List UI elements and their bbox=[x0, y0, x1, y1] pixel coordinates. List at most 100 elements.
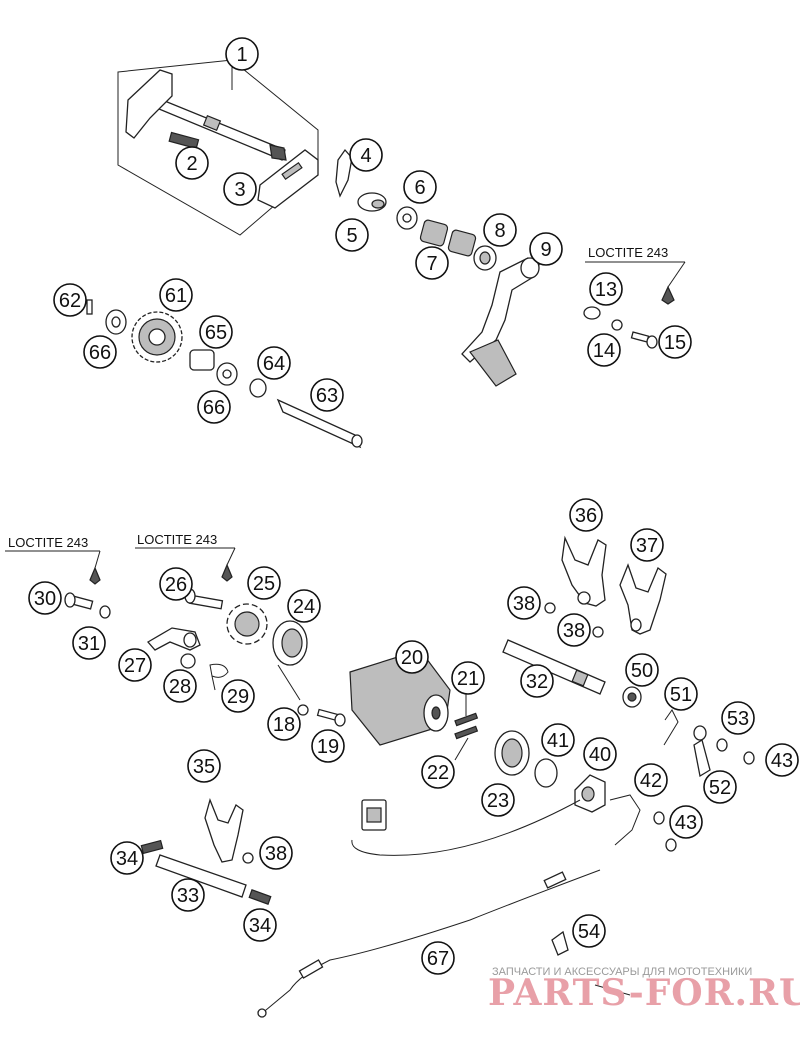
callout-number: 27 bbox=[124, 655, 146, 677]
callout-circle bbox=[199, 315, 233, 349]
callout-number: 62 bbox=[59, 290, 81, 312]
callout-20: 20 bbox=[395, 640, 429, 674]
callout-18: 18 bbox=[267, 707, 301, 741]
clip-4 bbox=[335, 148, 353, 198]
callout-circle bbox=[257, 346, 291, 380]
callout-43b: 43 bbox=[669, 805, 703, 839]
callout-number: 13 bbox=[595, 279, 617, 301]
nut-14 bbox=[611, 319, 623, 331]
callout-65: 65 bbox=[199, 315, 233, 349]
callout-circle bbox=[721, 701, 755, 735]
roller-28 bbox=[180, 653, 196, 669]
shift-star-25 bbox=[226, 603, 268, 645]
loctite-drop-left bbox=[5, 550, 101, 585]
callout-number: 43 bbox=[675, 812, 697, 834]
gear-61 bbox=[131, 311, 183, 363]
callout-number: 43 bbox=[771, 750, 793, 772]
washer-18 bbox=[297, 704, 309, 716]
callout-circle bbox=[259, 836, 293, 870]
bearing-23 bbox=[494, 730, 530, 776]
shift-fork-37 bbox=[619, 563, 667, 635]
shift-lever-9 bbox=[461, 257, 541, 387]
watermark-brand: PARTS-FOR.RU bbox=[488, 972, 800, 1014]
callout-circle bbox=[118, 648, 152, 682]
seal-50 bbox=[622, 686, 642, 708]
callout-number: 38 bbox=[265, 843, 287, 865]
callout-23: 23 bbox=[481, 783, 515, 817]
callout-29: 29 bbox=[221, 679, 255, 713]
callout-8: 8 bbox=[483, 213, 517, 247]
callout-circle bbox=[159, 567, 193, 601]
shift-fork-35 bbox=[204, 797, 244, 863]
callout-circle bbox=[349, 138, 383, 172]
callout-circle bbox=[507, 586, 541, 620]
callout-7: 7 bbox=[415, 246, 449, 280]
callout-50: 50 bbox=[625, 653, 659, 687]
callout-38c: 38 bbox=[259, 836, 293, 870]
callout-66a: 66 bbox=[83, 335, 117, 369]
bolt-19 bbox=[316, 708, 346, 727]
callout-number: 41 bbox=[547, 730, 569, 752]
callout-number: 19 bbox=[317, 736, 339, 758]
callout-circle bbox=[664, 677, 698, 711]
clip-54 bbox=[551, 930, 569, 956]
shift-shaft-kit bbox=[117, 59, 319, 236]
callout-circle bbox=[421, 941, 455, 975]
callout-number: 37 bbox=[636, 535, 658, 557]
callout-circle bbox=[658, 325, 692, 359]
callout-number: 24 bbox=[293, 596, 315, 618]
roller-38a bbox=[544, 602, 556, 614]
callout-circle bbox=[765, 743, 799, 777]
callout-circle bbox=[223, 172, 257, 206]
gear-sensor-40 bbox=[574, 774, 606, 813]
callout-number: 67 bbox=[427, 948, 449, 970]
callout-number: 38 bbox=[513, 593, 535, 615]
seal-8 bbox=[473, 245, 497, 271]
callout-24: 24 bbox=[287, 589, 321, 623]
callout-number: 53 bbox=[727, 708, 749, 730]
callout-21: 21 bbox=[451, 661, 485, 695]
bearing-7b bbox=[447, 229, 477, 257]
callout-number: 15 bbox=[664, 332, 686, 354]
callout-25: 25 bbox=[247, 566, 281, 600]
callout-54: 54 bbox=[572, 914, 606, 948]
callout-circle bbox=[520, 664, 554, 698]
callout-1: 1 bbox=[225, 37, 259, 71]
shift-drum-20 bbox=[349, 649, 451, 746]
callout-number: 35 bbox=[193, 756, 215, 778]
callout-circle bbox=[541, 723, 575, 757]
washer-6 bbox=[396, 206, 418, 230]
callout-32: 32 bbox=[520, 664, 554, 698]
callout-13: 13 bbox=[589, 272, 623, 306]
callout-number: 52 bbox=[709, 777, 731, 799]
callout-circle bbox=[243, 908, 277, 942]
bolt-43b bbox=[653, 811, 665, 825]
callout-2: 2 bbox=[175, 146, 209, 180]
callout-41: 41 bbox=[541, 723, 575, 757]
callout-14: 14 bbox=[587, 333, 621, 367]
shaft-63 bbox=[276, 398, 363, 449]
sensor-wire bbox=[351, 799, 581, 856]
callout-6: 6 bbox=[403, 170, 437, 204]
callout-circle bbox=[175, 146, 209, 180]
bolt-15 bbox=[630, 331, 658, 349]
spring-34b bbox=[248, 889, 272, 905]
callout-number: 8 bbox=[494, 220, 505, 242]
callout-circle bbox=[569, 498, 603, 532]
callout-number: 54 bbox=[578, 921, 600, 943]
washer-5 bbox=[357, 192, 387, 212]
callout-number: 18 bbox=[273, 714, 295, 736]
callout-number: 22 bbox=[427, 762, 449, 784]
callout-number: 21 bbox=[457, 668, 479, 690]
callout-22: 22 bbox=[421, 755, 455, 789]
callout-27: 27 bbox=[118, 648, 152, 682]
callout-number: 26 bbox=[165, 574, 187, 596]
callout-number: 29 bbox=[227, 686, 249, 708]
callout-number: 32 bbox=[526, 671, 548, 693]
callout-number: 65 bbox=[205, 322, 227, 344]
loctite-label-left: LOCTITE 243 bbox=[8, 535, 88, 550]
callout-circle bbox=[159, 278, 193, 312]
callout-number: 31 bbox=[78, 633, 100, 655]
callout-circle bbox=[110, 841, 144, 875]
